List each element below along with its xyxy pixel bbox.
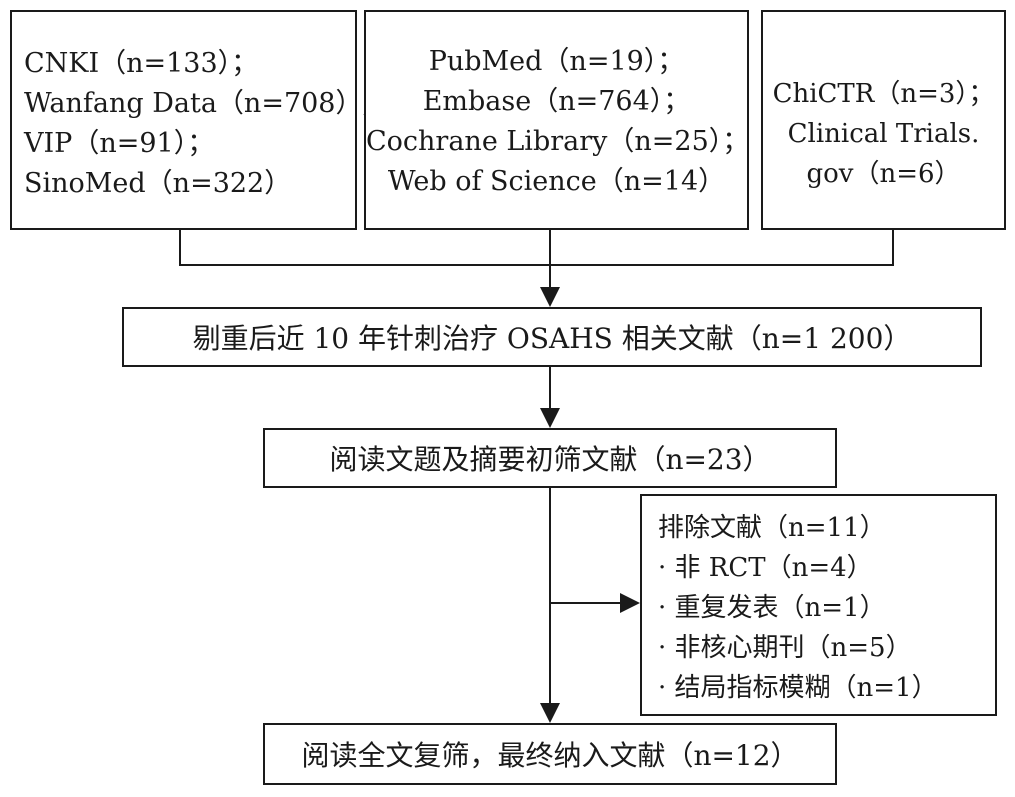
source-line: VIP（n=91）； — [24, 128, 215, 159]
source-line: Wanfang Data（n=708）; — [24, 88, 372, 119]
exclusion-reason: · 重复发表（n=1） — [658, 593, 886, 623]
merge-line — [179, 230, 894, 266]
source-line: Clinical Trials. — [787, 119, 980, 149]
dedup-box: 剔重后近 10 年针刺治疗 OSAHS 相关文献（n=1 200） — [122, 307, 982, 367]
source-line: PubMed（n=19）； — [428, 46, 685, 77]
source-line: SinoMed（n=322） — [24, 168, 292, 199]
exclusion-title: 排除文献（n=11） — [658, 513, 886, 543]
exclusion-box: 排除文献（n=11） · 非 RCT（n=4） · 重复发表（n=1） · 非核… — [640, 494, 997, 716]
source-box-chinese-databases: CNKI（n=133）； Wanfang Data（n=708）; VIP（n=… — [10, 10, 372, 230]
source-line: CNKI（n=133）； — [24, 48, 259, 79]
source-box-english-databases: PubMed（n=19）； Embase（n=764）； Cochrane Li… — [364, 10, 749, 230]
source-line: ChiCTR（n=3）； — [772, 79, 995, 109]
included-box: 阅读全文复筛，最终纳入文献（n=12） — [263, 723, 837, 785]
source-box-trial-registries: ChiCTR（n=3）； Clinical Trials. gov（n=6） — [761, 10, 1006, 230]
exclusion-reason: · 结局指标模糊（n=1） — [658, 673, 938, 703]
exclusion-reason: · 非核心期刊（n=5） — [658, 633, 912, 663]
source-line: Web of Science（n=14） — [387, 166, 726, 197]
source-line: Embase（n=764）； — [422, 86, 691, 117]
source-line: gov（n=6） — [806, 159, 961, 189]
screen-box: 阅读文题及摘要初筛文献（n=23） — [263, 428, 837, 488]
source-line: Cochrane Library（n=25）； — [366, 126, 750, 157]
exclusion-reason: · 非 RCT（n=4） — [658, 553, 873, 583]
